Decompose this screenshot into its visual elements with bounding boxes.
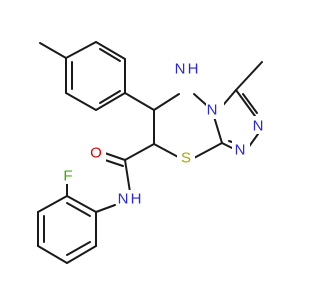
amide-n-label: N <box>118 191 129 208</box>
fluorine-label: F <box>63 168 72 185</box>
molecule-diagram: N H N N N S O N H F <box>37 41 267 264</box>
triazole-n1-label: N <box>253 118 264 135</box>
nh-n-label: N <box>175 61 186 78</box>
fluorophenyl-ring <box>37 181 116 264</box>
structure-svg: N H N N N S O N H F <box>37 41 267 264</box>
amide-h-label: H <box>131 191 142 208</box>
oxygen-label: O <box>90 145 102 162</box>
nh-h-label: H <box>188 61 199 78</box>
tolyl-ring <box>39 41 126 111</box>
atom-labels: N H N N N S O N H F <box>60 60 267 208</box>
sulfur-label: S <box>181 150 191 167</box>
fused-n-label: N <box>207 102 218 119</box>
triazole-n2-label: N <box>235 142 246 159</box>
